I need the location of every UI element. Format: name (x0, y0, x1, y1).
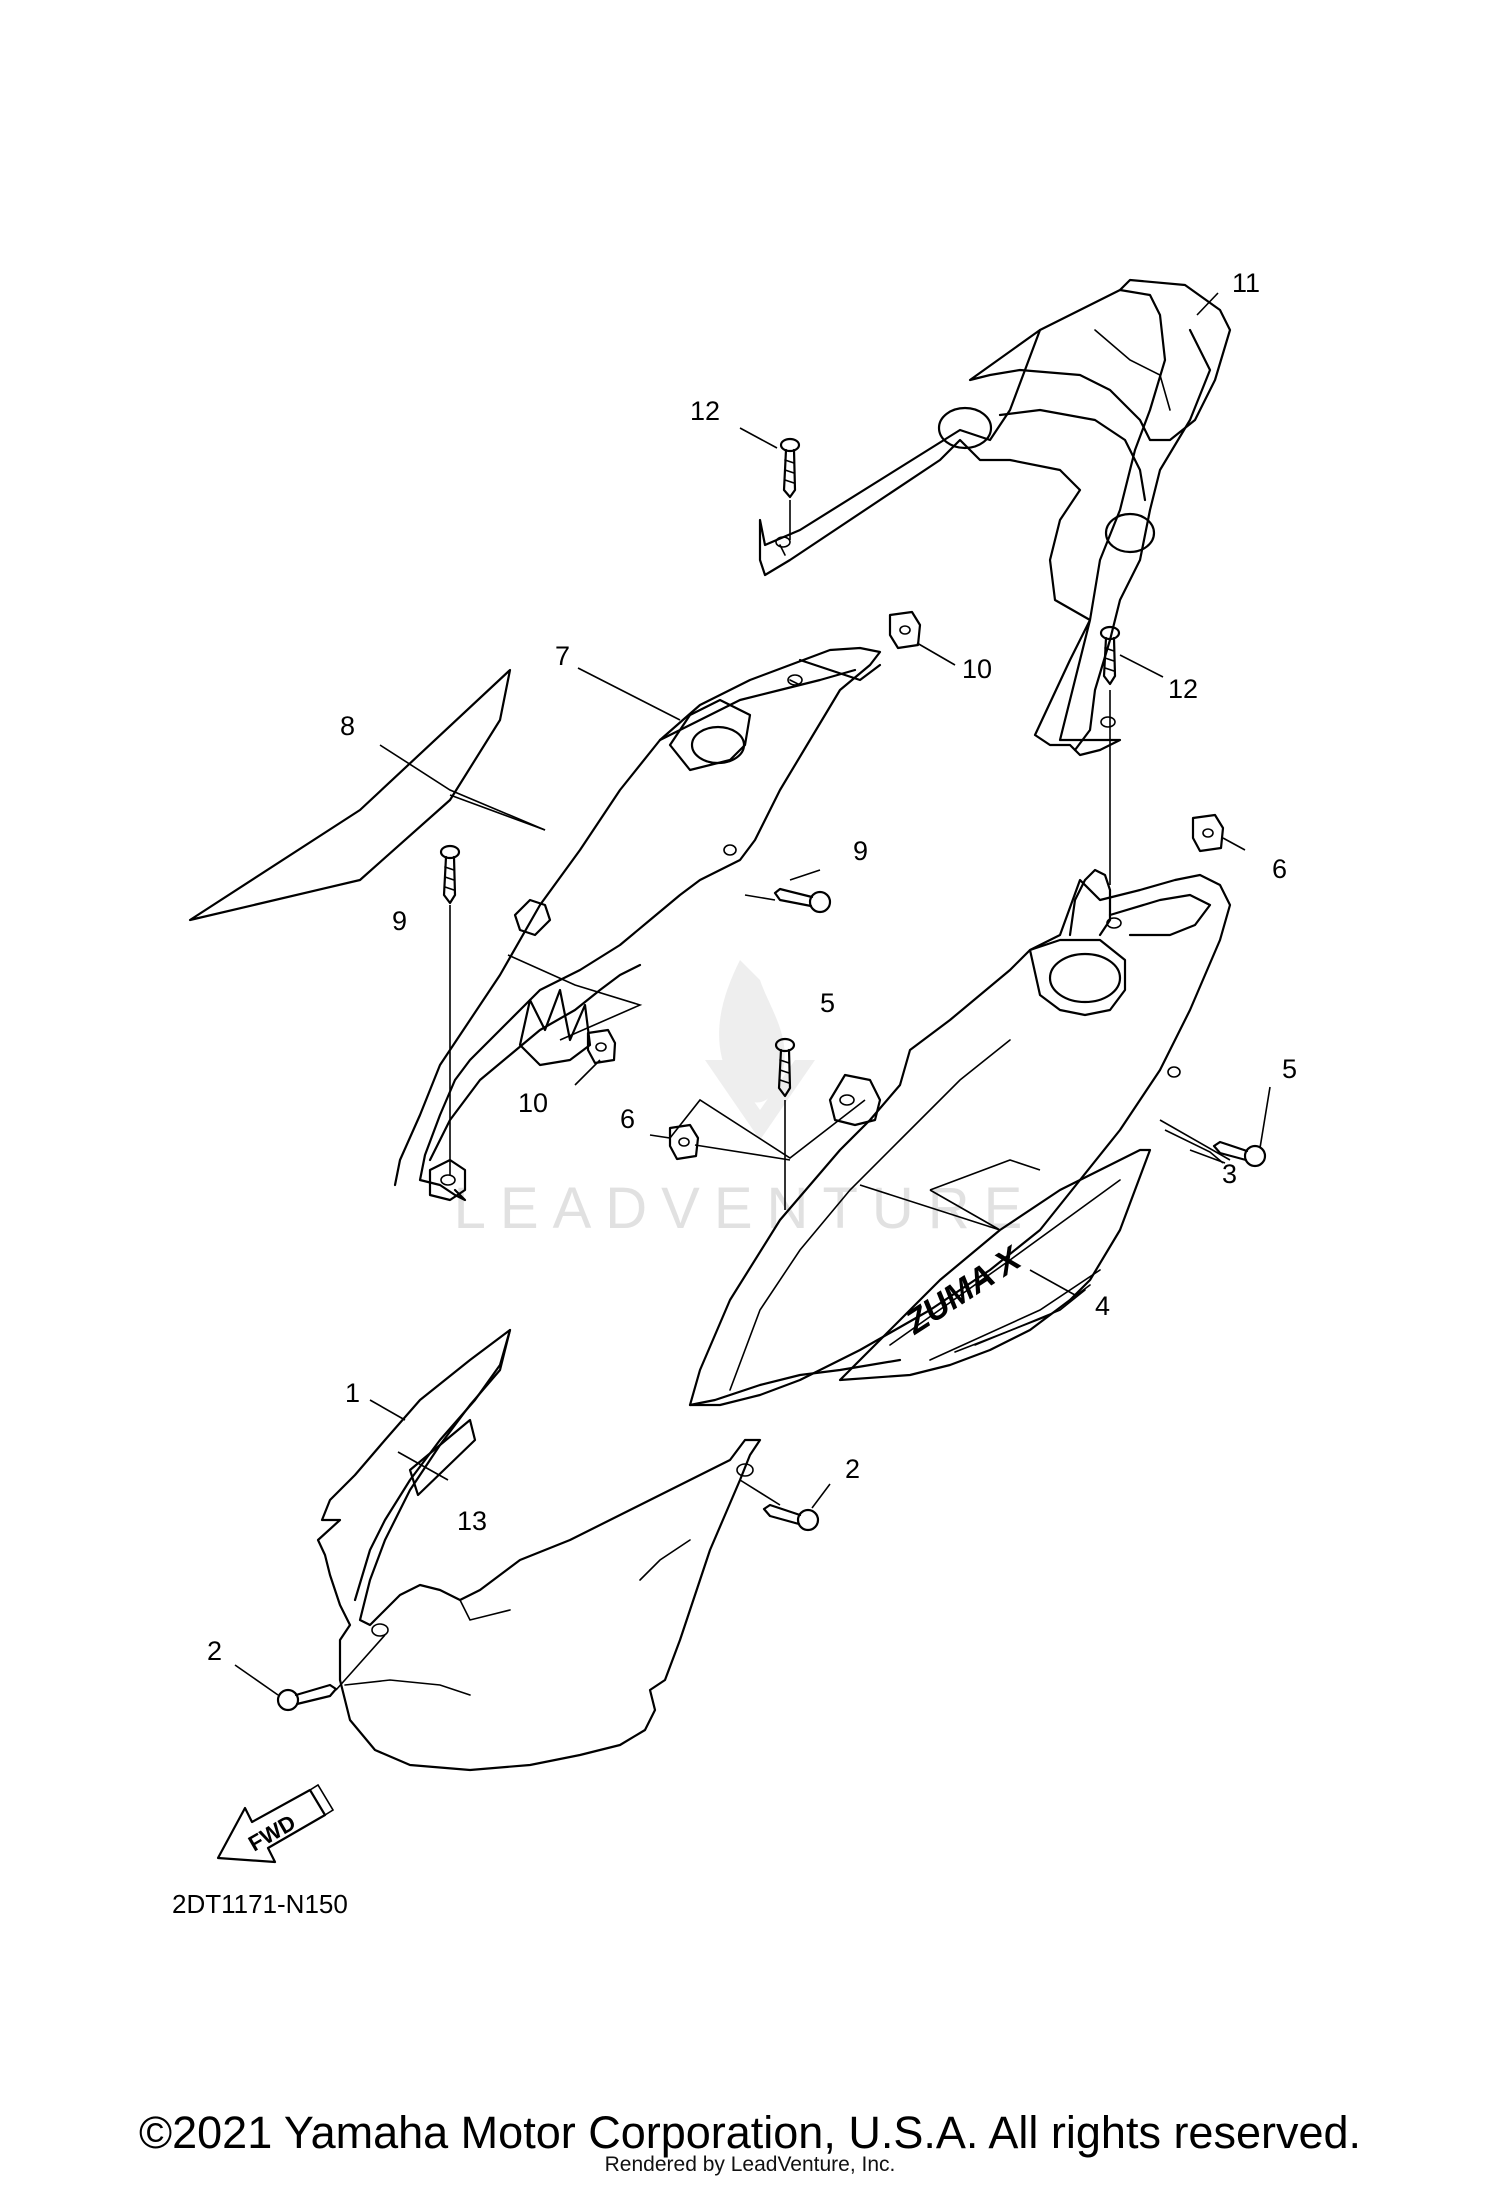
part-8-decal-left (188, 668, 512, 922)
callout-3: 3 (1222, 1159, 1237, 1189)
screw-5-upper (774, 1037, 796, 1098)
leadventure-watermark-logo (705, 960, 815, 1140)
part-1-lower-cover (316, 1328, 762, 1772)
copyright-notice: ©2021 Yamaha Motor Corporation, U.S.A. A… (138, 2107, 1362, 2158)
screw-5-right (1212, 1140, 1267, 1168)
clip-10-upper (888, 610, 922, 650)
part-7-side-cover-left (393, 646, 882, 1202)
fwd-arrow-icon: FWD (216, 1783, 335, 1864)
callout-6: 6 (1272, 854, 1287, 884)
screw-9-left (439, 844, 461, 905)
callout-5: 5 (820, 988, 835, 1018)
clip-10-lower (586, 1028, 617, 1065)
callout-13: 13 (457, 1506, 487, 1536)
callout-9: 9 (853, 836, 868, 866)
callout-5: 5 (1282, 1054, 1297, 1084)
screw-12-upper (779, 437, 801, 499)
callout-labels: 11 12 12 7 10 8 9 9 6 5 5 10 6 3 4 1 13 … (207, 268, 1297, 1666)
callout-4: 4 (1095, 1291, 1110, 1321)
callout-12: 12 (690, 396, 720, 426)
part-11-rear-cover (758, 278, 1232, 757)
callout-7: 7 (555, 641, 570, 671)
screw-2-right (762, 1503, 820, 1532)
screw-2-left (276, 1683, 338, 1712)
clip-6-right (1191, 813, 1225, 853)
watermark-text: LEADVENTURE (454, 1176, 1037, 1241)
callout-12: 12 (1168, 674, 1198, 704)
diagram-code: 2DT1171-N150 (172, 1889, 348, 1919)
callout-1: 1 (345, 1378, 360, 1408)
callout-8: 8 (340, 711, 355, 741)
rendered-by-notice: Rendered by LeadVenture, Inc. (604, 2153, 896, 2176)
screw-12-right (1099, 625, 1121, 686)
part-3-side-cover-right (688, 868, 1232, 1407)
callout-11: 11 (1232, 268, 1260, 298)
callout-10: 10 (962, 654, 992, 684)
fwd-label: FWD (244, 1810, 300, 1857)
leader-lines (234, 292, 1271, 1696)
callout-10: 10 (518, 1088, 548, 1118)
callout-9: 9 (392, 906, 407, 936)
clip-6-left (668, 1123, 700, 1161)
callout-6: 6 (620, 1104, 635, 1134)
screw-9-right (773, 887, 832, 914)
callout-2: 2 (207, 1636, 222, 1666)
decal-zuma-text: ZUMA X (898, 1238, 1030, 1342)
part-13-decal-strip (408, 1418, 477, 1497)
callout-2: 2 (845, 1454, 860, 1484)
